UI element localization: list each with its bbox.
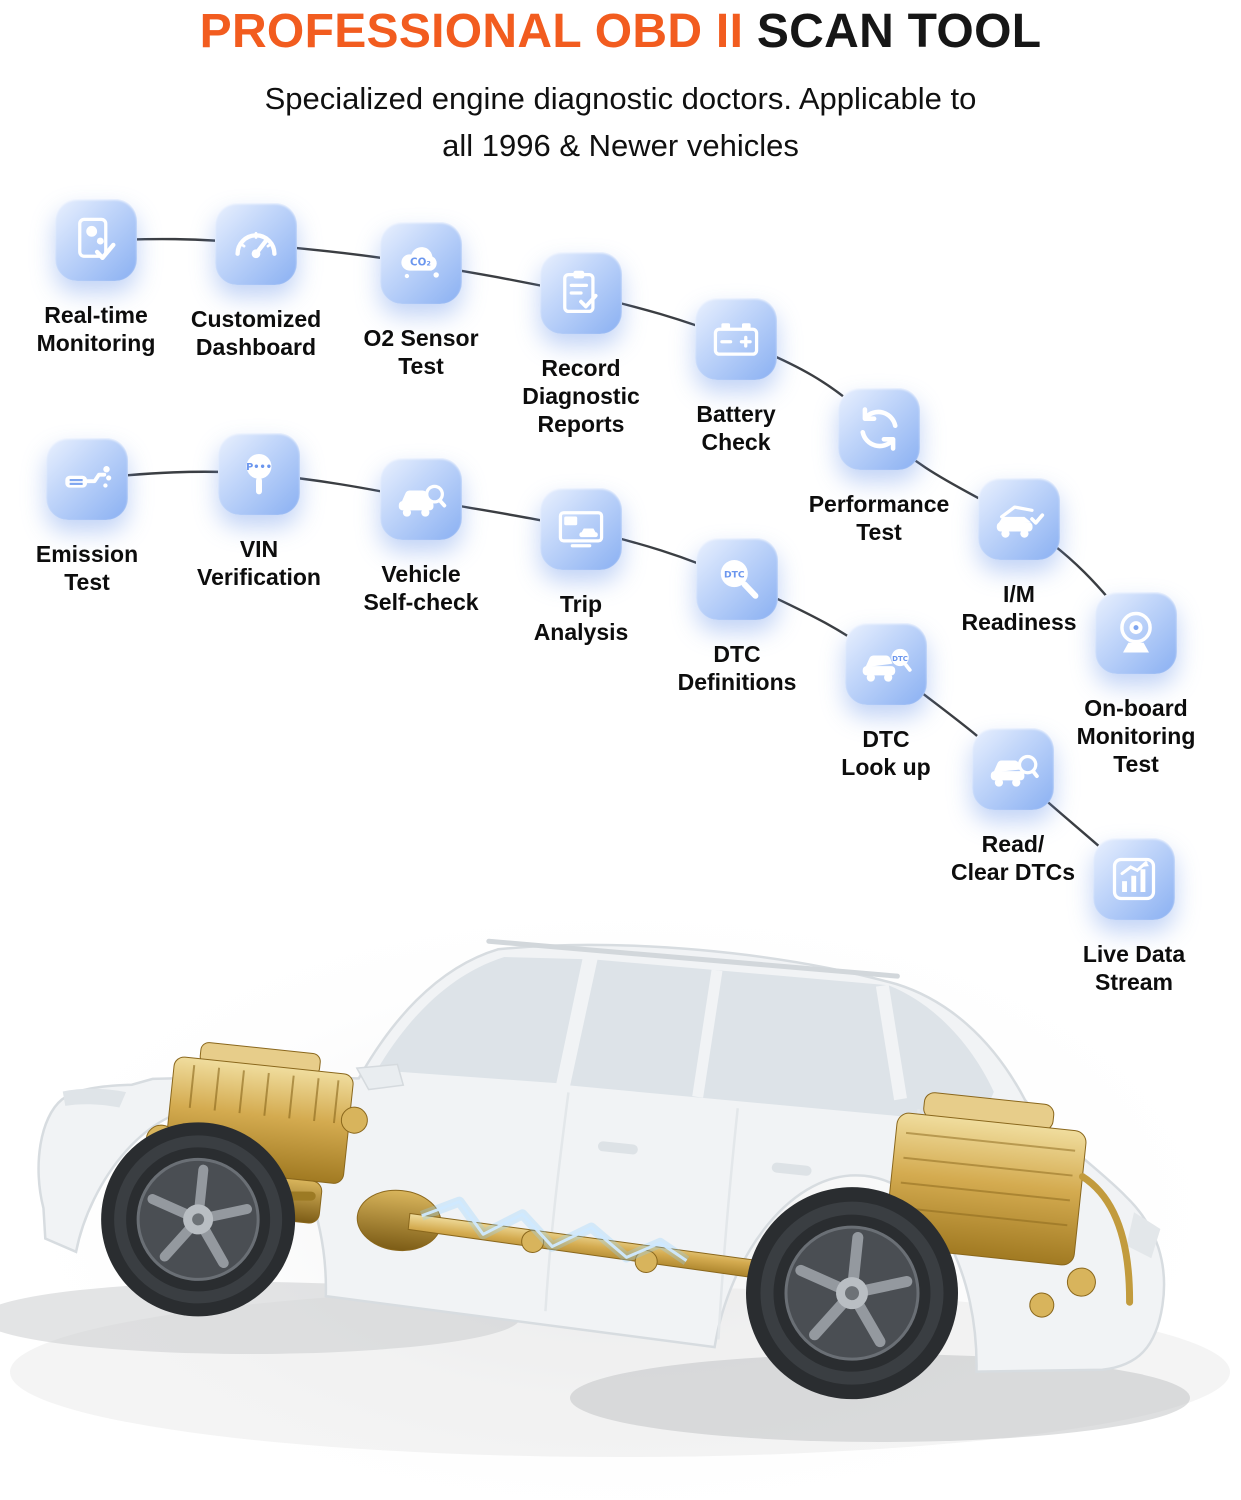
feature-dtc-look-up: DTC DTC Look up (786, 623, 986, 781)
feature-label: VIN Verification (197, 536, 321, 591)
driveshaft-gold (356, 1189, 847, 1291)
feature-vin-verification: P••• VIN Verification (159, 433, 359, 591)
taillight (1126, 1212, 1161, 1259)
feature-label: Live Data Stream (1082, 941, 1186, 996)
door-handle (771, 1162, 812, 1176)
svg-text:P•••: P••• (246, 462, 272, 473)
feature-label: I/M Readiness (961, 581, 1077, 636)
windshield (376, 956, 583, 1084)
rear-wheel (746, 1187, 959, 1400)
feature-label: Vehicle Self-check (363, 561, 479, 616)
headlight (62, 1088, 127, 1108)
trip-monitor-icon (540, 488, 622, 570)
rear-wheel-shadow (570, 1354, 1190, 1442)
im-readiness-car-icon (978, 478, 1060, 560)
feature-label: Battery Check (696, 401, 776, 456)
feature-label: Record Diagnostic Reports (522, 355, 640, 438)
feature-label: DTC Look up (841, 726, 931, 781)
feature-emission-test: Emission Test (0, 438, 187, 596)
feature-label: Customized Dashboard (190, 306, 322, 361)
b-pillar (692, 969, 723, 1098)
feature-vehicle-self-check: Vehicle Self-check (321, 458, 521, 616)
battery-icon (695, 298, 777, 380)
svg-text:CO₂: CO₂ (410, 257, 431, 269)
feature-dtc-definitions: DTC DTC Definitions (637, 538, 837, 696)
feature-customized-dashboard: Customized Dashboard (156, 203, 356, 361)
electric-spark (419, 1196, 690, 1265)
front-wheel (101, 1122, 296, 1317)
feature-label: Trip Analysis (533, 591, 629, 646)
feature-record-diagnostic-reports: Record Diagnostic Reports (481, 252, 681, 438)
svg-text:DTC: DTC (724, 569, 745, 580)
roof-rail (486, 938, 900, 979)
feature-battery-check: Battery Check (636, 298, 836, 456)
sync-arrows-icon (838, 388, 920, 470)
door-handle (597, 1141, 638, 1155)
feature-im-readiness: I/M Readiness (919, 478, 1119, 636)
feature-label: On-board Monitoring Test (1076, 695, 1196, 778)
rear-engine-gold (845, 1092, 1134, 1318)
page-subtitle: Specialized engine diagnostic doctors. A… (264, 81, 977, 163)
feature-label: O2 Sensor Test (363, 325, 479, 380)
diagnostic-report-icon (540, 252, 622, 334)
side-mirror (355, 1063, 405, 1091)
d-pillar (875, 984, 907, 1101)
exhaust-pipe-icon (46, 438, 128, 520)
dtc-magnifier-icon: DTC (696, 538, 778, 620)
page-title: PROFESSIONAL OBD II SCAN TOOL (0, 4, 1241, 59)
vehicle-illustration (0, 880, 1241, 1500)
live-data-chart-icon (1093, 838, 1175, 920)
realtime-monitoring-icon (55, 199, 137, 281)
feature-realtime-monitoring: Real-time Monitoring (0, 199, 196, 357)
feature-performance-test: Performance Test (779, 388, 979, 546)
feature-label: Performance Test (808, 491, 950, 546)
feature-read-clear-dtcs: Read/ Clear DTCs (913, 728, 1113, 886)
car-magnifier-icon (380, 458, 462, 540)
title-rest: SCAN TOOL (743, 5, 1042, 58)
feature-trip-analysis: Trip Analysis (481, 488, 681, 646)
read-clear-dtc-icon (972, 728, 1054, 810)
feature-label: Emission Test (35, 541, 139, 596)
webcam-icon (1095, 592, 1177, 674)
vin-magnifier-icon: P••• (218, 433, 300, 515)
co2-cloud-icon: CO₂ (380, 222, 462, 304)
suv-body-group (37, 938, 1166, 1400)
feature-o2-sensor-test: CO₂ O2 Sensor Test (321, 222, 521, 380)
feature-onboard-monitoring-test: On-board Monitoring Test (1036, 592, 1236, 778)
feature-label: DTC Definitions (677, 641, 797, 696)
feature-label: Read/ Clear DTCs (951, 831, 1075, 886)
feature-live-data-stream: Live Data Stream (1034, 838, 1234, 996)
svg-text:DTC: DTC (892, 654, 908, 663)
feature-label: Real-time Monitoring (36, 302, 156, 357)
dashboard-gauge-icon (215, 203, 297, 285)
title-highlight: PROFESSIONAL OBD II (199, 5, 744, 58)
dtc-car-magnifier-icon: DTC (845, 623, 927, 705)
